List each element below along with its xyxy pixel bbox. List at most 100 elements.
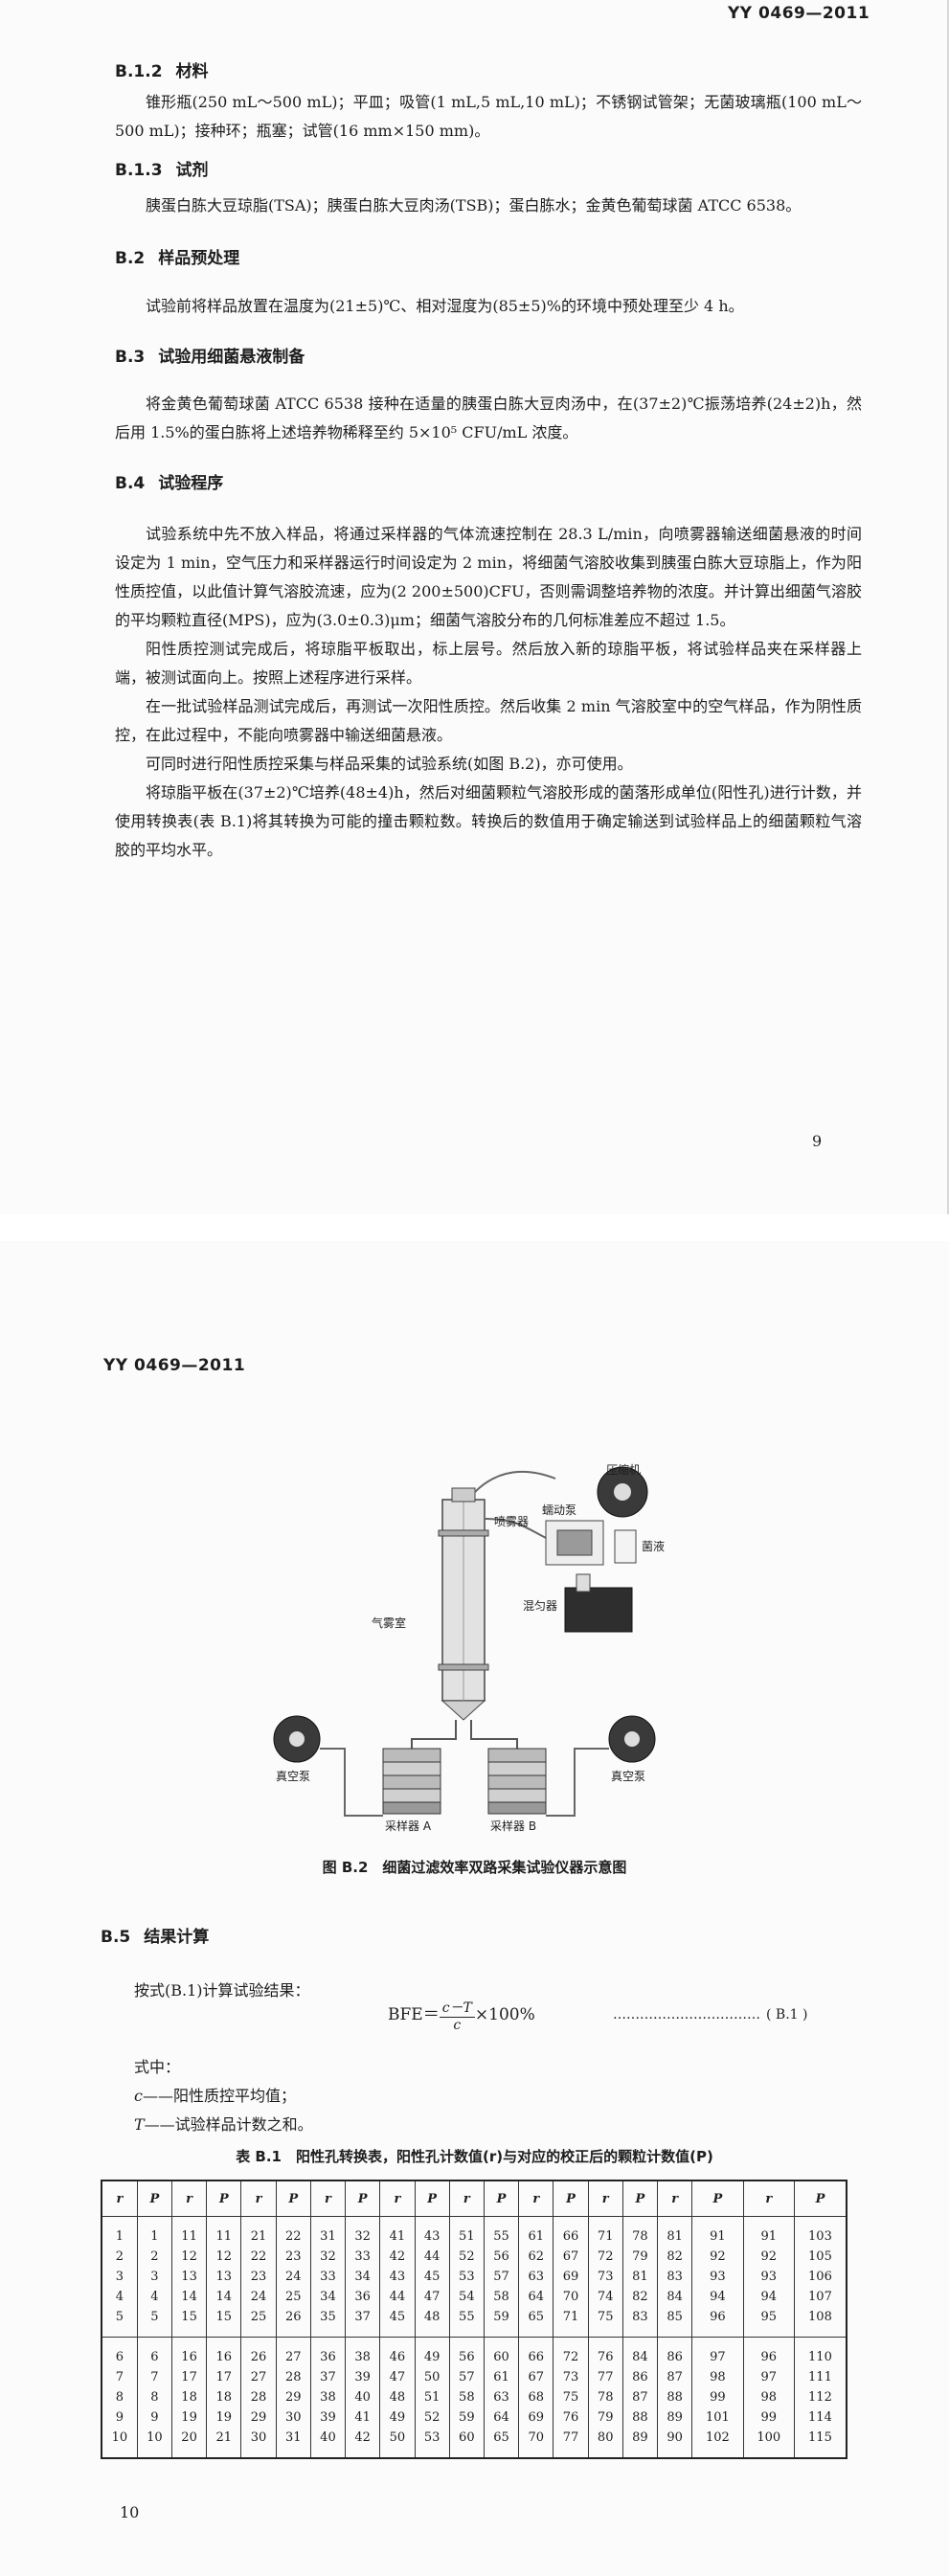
table-cell: 34 xyxy=(309,2287,347,2307)
table-cell: 81 xyxy=(657,2216,693,2247)
table-cell: 89 xyxy=(621,2428,659,2458)
table-cell: 63 xyxy=(518,2267,554,2287)
table-cell: 25 xyxy=(240,2307,277,2338)
table-cell: 62 xyxy=(518,2247,554,2267)
table-cell: 45 xyxy=(379,2307,416,2338)
label-peristaltic-pump: 蠕动泵 xyxy=(542,1503,577,1517)
table-cell: 102 xyxy=(691,2428,744,2458)
table-cell: 23 xyxy=(275,2247,311,2267)
table-cell: 40 xyxy=(309,2428,347,2458)
where-item-c: c——阳性质控平均值； xyxy=(134,2087,296,2105)
sampler-b-stack xyxy=(487,1748,547,1815)
table-cell: 88 xyxy=(621,2407,659,2428)
table-header-cell: r xyxy=(448,2180,485,2217)
table-cell: 93 xyxy=(742,2267,795,2287)
table-header-cell: r xyxy=(240,2180,277,2217)
table-cell: 37 xyxy=(345,2307,381,2338)
label-sampler-a: 采样器 A xyxy=(385,1819,432,1833)
page-number: 9 xyxy=(812,1132,823,1150)
table-cell: 97 xyxy=(691,2337,744,2367)
label-mixer: 混匀器 xyxy=(523,1599,558,1613)
table-cell: 57 xyxy=(448,2367,485,2387)
table-cell: 29 xyxy=(240,2407,277,2428)
table-cell: 56 xyxy=(483,2247,520,2267)
table-cell: 51 xyxy=(414,2387,450,2407)
air-hose xyxy=(474,1470,556,1493)
table-header-cell: r xyxy=(742,2180,795,2217)
table-cell: 50 xyxy=(414,2367,450,2387)
table-cell: 91 xyxy=(742,2216,795,2247)
table-header-cell: P xyxy=(793,2180,847,2217)
sampler-a-stack xyxy=(382,1748,441,1815)
table-cell: 84 xyxy=(657,2287,693,2307)
table-cell: 40 xyxy=(345,2387,381,2407)
table-cell: 12 xyxy=(170,2247,208,2267)
table-cell: 36 xyxy=(309,2337,347,2367)
label-sampler-b: 采样器 B xyxy=(490,1819,537,1833)
table-cell: 88 xyxy=(657,2387,693,2407)
table-cell: 6 xyxy=(101,2337,138,2367)
table-cell: 110 xyxy=(793,2337,847,2367)
table-cell: 6 xyxy=(136,2337,172,2367)
table-cell: 101 xyxy=(691,2407,744,2428)
table-cell: 42 xyxy=(345,2428,381,2458)
table-cell: 31 xyxy=(309,2216,347,2247)
table-cell: 41 xyxy=(379,2216,416,2247)
table-header-cell: P xyxy=(275,2180,311,2217)
table-cell: 39 xyxy=(309,2407,347,2428)
table-cell: 85 xyxy=(657,2307,693,2338)
paragraph-procedure-2: 阳性质控测试完成后，将琼脂平板取出，标上层号。然后放入新的琼脂平板，将试验样品夹… xyxy=(115,640,862,687)
table-cell: 28 xyxy=(240,2387,277,2407)
table-cell: 21 xyxy=(206,2428,242,2458)
table-cell: 52 xyxy=(448,2247,485,2267)
paragraph-procedure-5: 将琼脂平板在(37±2)℃培养(48±4)h，然后对细菌颗粒气溶胶形成的菌落形成… xyxy=(115,783,862,859)
table-cell: 46 xyxy=(379,2337,416,2367)
paragraph-suspension: 将金黄色葡萄球菌 ATCC 6538 接种在适量的胰蛋白胨大豆肉汤中，在(37±… xyxy=(115,395,862,441)
page-number: 10 xyxy=(120,2503,140,2521)
table-header-cell: r xyxy=(170,2180,208,2217)
table-cell: 84 xyxy=(621,2337,659,2367)
table-cell: 11 xyxy=(206,2216,242,2247)
table-header-cell: r xyxy=(587,2180,623,2217)
table-cell: 53 xyxy=(448,2267,485,2287)
table-cell: 71 xyxy=(553,2307,589,2338)
label-nebulizer: 喷雾器 xyxy=(494,1515,530,1528)
table-cell: 16 xyxy=(206,2337,242,2367)
table-cell: 10 xyxy=(136,2428,172,2458)
table-cell: 77 xyxy=(587,2367,623,2387)
table-cell: 73 xyxy=(587,2267,623,2287)
table-cell: 23 xyxy=(240,2267,277,2287)
table-cell: 24 xyxy=(275,2267,311,2287)
table-cell: 36 xyxy=(345,2287,381,2307)
table-cell: 5 xyxy=(136,2307,172,2338)
table-cell: 4 xyxy=(136,2287,172,2307)
table-cell: 17 xyxy=(170,2367,208,2387)
table-cell: 92 xyxy=(691,2247,744,2267)
table-cell: 13 xyxy=(206,2267,242,2287)
table-cell: 29 xyxy=(275,2387,311,2407)
table-cell: 63 xyxy=(483,2387,520,2407)
document-page-10: YY 0469—2011 xyxy=(0,1241,949,2576)
table-cell: 37 xyxy=(309,2367,347,2387)
table-cell: 19 xyxy=(170,2407,208,2428)
table-cell: 9 xyxy=(101,2407,138,2428)
table-cell: 86 xyxy=(621,2367,659,2387)
table-cell: 33 xyxy=(345,2247,381,2267)
table-cell: 48 xyxy=(379,2387,416,2407)
table-header-cell: P xyxy=(483,2180,520,2217)
table-cell: 115 xyxy=(793,2428,847,2458)
table-cell: 3 xyxy=(136,2267,172,2287)
table-cell: 55 xyxy=(483,2216,520,2247)
table-cell: 1 xyxy=(136,2216,172,2247)
table-cell: 49 xyxy=(379,2407,416,2428)
table-cell: 26 xyxy=(275,2307,311,2338)
